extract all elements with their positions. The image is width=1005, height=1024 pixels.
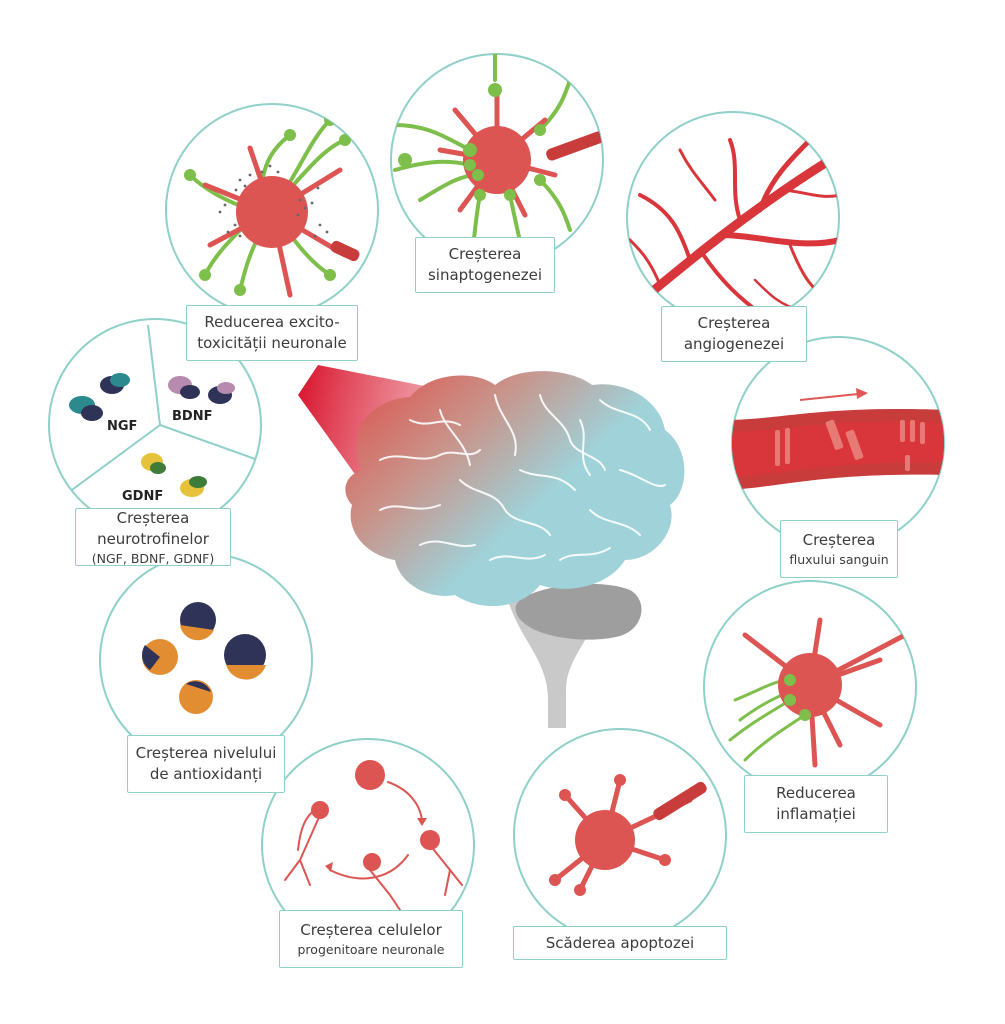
antioxidant-molecules-icon bbox=[141, 602, 266, 714]
label-inflammation-line2: inflamației bbox=[776, 805, 856, 823]
blood-flow-icon bbox=[732, 388, 944, 490]
label-blood-flow-line2: fluxului sanguin bbox=[789, 552, 889, 567]
cerebrum bbox=[345, 371, 685, 607]
label-angiogenesis-line1: Creșterea bbox=[697, 314, 771, 332]
neurotrophin-molecules-icon: NGF BDNF GDNF bbox=[64, 324, 259, 504]
label-apoptosis: Scăderea apoptozei bbox=[513, 926, 727, 960]
label-inflammation-line1: Reducerea bbox=[776, 784, 856, 802]
label-excitotoxicity: Reducerea excito- toxicității neuronale bbox=[186, 305, 358, 361]
label-inflammation: Reducerea inflamației bbox=[744, 775, 888, 833]
label-neurotrophins-line1: Creșterea bbox=[116, 508, 190, 527]
label-synaptogenesis: Creșterea sinaptogenezei bbox=[415, 237, 555, 293]
label-angiogenesis-line2: angiogenezei bbox=[683, 335, 785, 353]
antioxidant-molecule bbox=[180, 602, 216, 641]
ngf-label: NGF bbox=[107, 419, 137, 434]
label-apoptosis-line1: Scăderea apoptozei bbox=[545, 933, 695, 952]
panel-angiogenesis bbox=[626, 111, 840, 325]
label-antioxidants: Creșterea nivelului de antioxidanți bbox=[127, 735, 285, 793]
label-progenitors-line2: progenitoare neuronale bbox=[297, 942, 445, 957]
label-synaptogenesis-line1: Creșterea bbox=[448, 245, 522, 263]
label-progenitors: Creșterea celulelor progenitoare neurona… bbox=[279, 910, 463, 968]
antioxidant-molecule bbox=[141, 639, 178, 675]
bdnf-molecule-icon bbox=[168, 376, 235, 404]
panel-blood-flow bbox=[731, 336, 945, 550]
panel-excitotoxicity bbox=[165, 103, 379, 317]
gdnf-molecule-icon bbox=[141, 453, 207, 497]
label-antioxidants-line2: de antioxidanți bbox=[149, 765, 263, 783]
label-angiogenesis: Creșterea angiogenezei bbox=[661, 306, 807, 362]
label-synaptogenesis-line2: sinaptogenezei bbox=[427, 266, 543, 284]
label-excitotoxicity-line2: toxicității neuronale bbox=[197, 334, 347, 352]
panel-apoptosis bbox=[513, 728, 727, 942]
panel-synaptogenesis bbox=[390, 53, 604, 267]
label-blood-flow-line1: Creșterea bbox=[802, 531, 876, 549]
neuron-synapses-icon bbox=[393, 54, 603, 266]
label-excitotoxicity-line1: Reducerea excito- bbox=[204, 313, 340, 331]
gdnf-label: GDNF bbox=[122, 489, 163, 504]
label-progenitors-line1: Creșterea celulelor bbox=[300, 921, 442, 939]
label-neurotrophins-line3: (NGF, BDNF, GDNF) bbox=[91, 550, 215, 566]
bdnf-label: BDNF bbox=[172, 409, 212, 424]
label-blood-flow: Creșterea fluxului sanguin bbox=[780, 520, 898, 578]
label-neurotrophins-line2: neurotrofinelor bbox=[97, 529, 209, 548]
neuron-with-glutamate-icon bbox=[184, 114, 360, 298]
label-neurotrophins: Creșterea neurotrofinelor (NGF, BDNF, GD… bbox=[75, 508, 231, 566]
antioxidant-molecule bbox=[179, 680, 213, 714]
neuron-apoptosis-icon bbox=[549, 774, 707, 896]
cerebellum bbox=[515, 583, 642, 640]
antioxidant-molecule bbox=[224, 634, 266, 680]
brain-illustration bbox=[345, 371, 685, 728]
panel-inflammation bbox=[703, 580, 917, 794]
panel-neurotrophins: NGF BDNF GDNF bbox=[48, 318, 262, 532]
inflamed-neuron-icon bbox=[728, 617, 908, 768]
label-antioxidants-line1: Creșterea nivelului bbox=[135, 744, 277, 762]
progenitor-cells-cycle-icon bbox=[284, 760, 463, 911]
ngf-molecule-icon bbox=[69, 373, 130, 421]
